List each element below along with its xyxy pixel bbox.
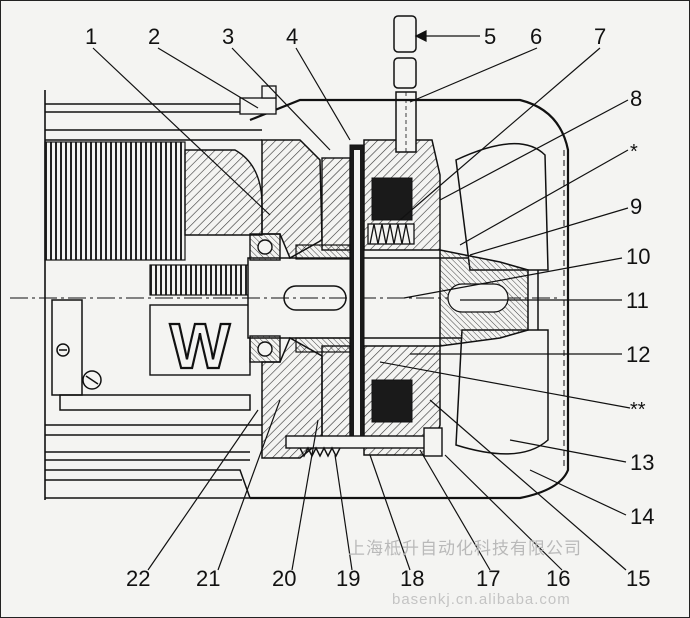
callout-4: 4: [286, 24, 298, 49]
callout-19: 19: [336, 566, 360, 591]
leader-lines: [92, 30, 631, 571]
brake-spring: [367, 223, 415, 245]
callout-star: *: [630, 141, 638, 163]
nameplate-letter: W: [170, 310, 231, 382]
hand-release-lever: [393, 15, 417, 153]
hub-bottom: [295, 337, 351, 353]
coil-top: [371, 177, 413, 221]
hub-top: [295, 244, 351, 260]
rotor-laminations: [149, 264, 251, 296]
callout-15: 15: [626, 566, 650, 591]
bearing-bottom: [249, 335, 281, 363]
callout-20: 20: [272, 566, 296, 591]
fan-blade-top: [455, 142, 549, 271]
coil-bottom: [371, 379, 413, 423]
callout-9: 9: [630, 194, 642, 219]
callout-8: 8: [630, 86, 642, 111]
callout-6: 6: [530, 24, 542, 49]
motor-feet: [45, 469, 252, 499]
callout-12: 12: [626, 342, 650, 367]
fan-cover: [249, 98, 570, 500]
callout-22: 22: [126, 566, 150, 591]
stator-laminations-top: [44, 141, 186, 261]
watermark-company: 上海柢升自动化科技有限公司: [348, 539, 582, 558]
callout-18: 18: [400, 566, 424, 591]
nameplate: [149, 304, 251, 376]
winding-head-top: [184, 149, 263, 236]
callout-14: 14: [630, 504, 654, 529]
callout-10: 10: [626, 244, 650, 269]
callout-numbers: 1 2 3 4 5 6 7 8 * 9 10 11 12 ** 13 14 15…: [85, 24, 654, 591]
callout-2: 2: [148, 24, 160, 49]
bearing-top: [249, 233, 281, 261]
callout-17: 17: [476, 566, 500, 591]
callout-7: 7: [594, 24, 606, 49]
callout-5: 5: [484, 24, 496, 49]
callout-13: 13: [630, 450, 654, 475]
terminal-box: [51, 299, 251, 411]
fan-blade-bottom: [455, 329, 549, 455]
callout-11: 11: [626, 288, 649, 313]
friction-rotor-core: [354, 150, 360, 440]
armature-disc-top: [321, 157, 351, 251]
callout-21: 21: [196, 566, 220, 591]
callout-1: 1: [85, 24, 97, 49]
armature-disc-bottom: [321, 345, 351, 439]
callout-16: 16: [546, 566, 570, 591]
callout-double-star: **: [630, 399, 646, 421]
watermark-url: basenkj.cn.alibaba.com: [392, 591, 571, 608]
fixing-bolt: [285, 427, 443, 458]
callout-3: 3: [222, 24, 234, 49]
